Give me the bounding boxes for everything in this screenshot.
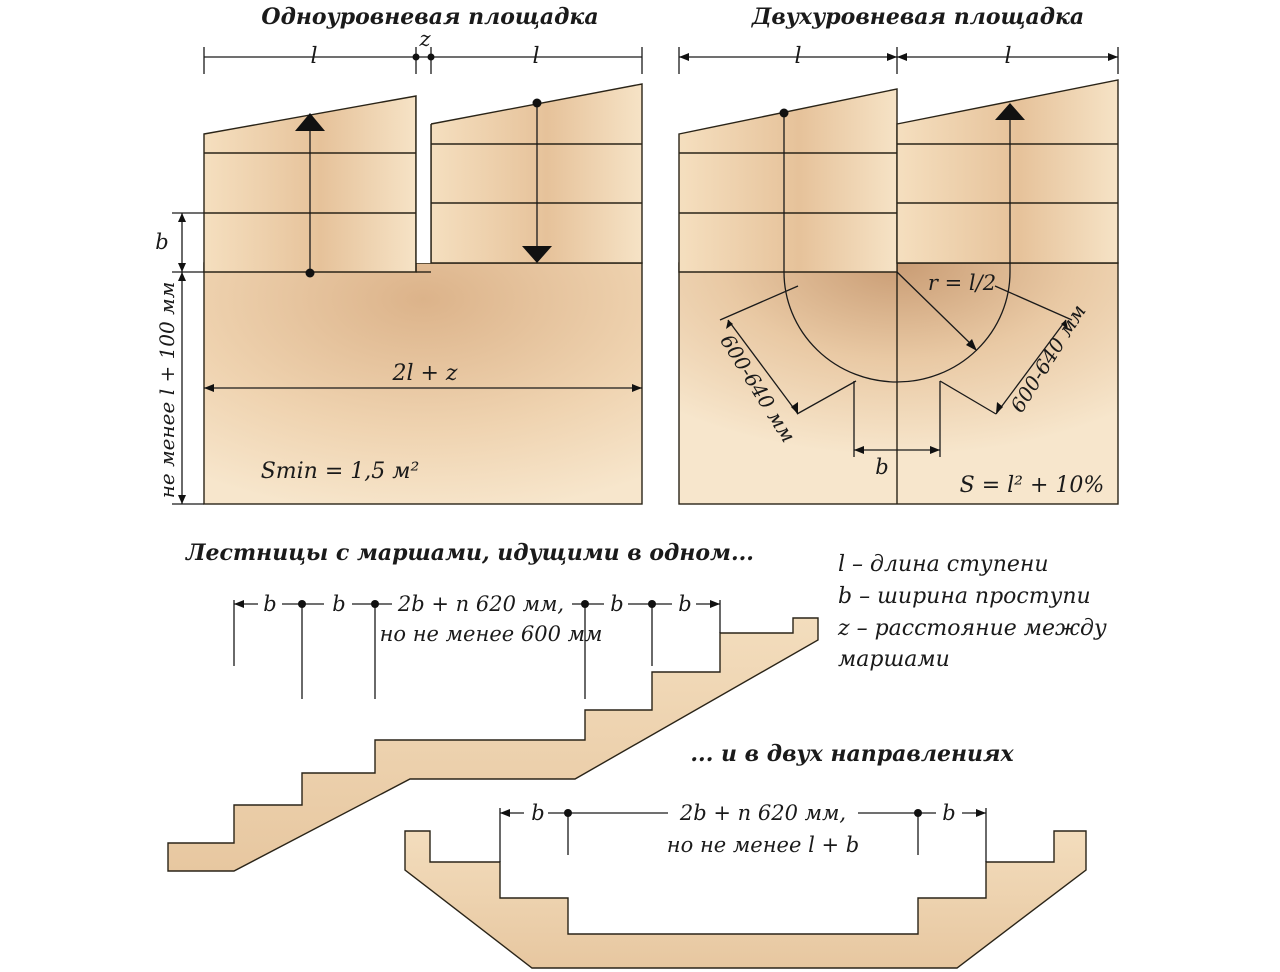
legend-line-1: l – длина ступени xyxy=(838,552,1049,577)
area-double: S = l² + 10% xyxy=(960,473,1105,498)
double-right-flight xyxy=(896,79,1119,264)
turn-arc xyxy=(783,271,1011,383)
title-two-directions: ... и в двух направлениях xyxy=(690,741,1014,767)
stair-b-1: b xyxy=(263,592,276,616)
up-arrow-icon xyxy=(295,113,325,131)
double-landing: l l r = l/2 600-640 мм 600-640 мм b xyxy=(678,44,1119,505)
down-arrow-icon xyxy=(522,246,552,263)
dim-height: не менее l + 100 мм xyxy=(155,282,179,499)
double-platform xyxy=(678,262,1119,505)
turn-center-line-1: 2b + n 620 мм, xyxy=(679,801,846,825)
legend: l – длина ступени b – ширина проступи z … xyxy=(837,552,1107,672)
turn-stair: b 2b + n 620 мм, но не менее l + b b xyxy=(404,801,1087,969)
double-left-flight xyxy=(678,88,898,273)
stair-profile xyxy=(167,617,819,872)
single-landing: l z l b не менее l + 100 мм 2l + z Smin … xyxy=(155,27,643,505)
dim-width: 2l + z xyxy=(391,361,457,386)
dim-b-vertical: b xyxy=(155,230,168,254)
dim-l-right: l xyxy=(532,44,539,69)
legend-line-2: b – ширина проступи xyxy=(838,584,1091,609)
legend-line-3: z – расстояние между xyxy=(837,616,1107,641)
area-min: Smin = 1,5 м² xyxy=(261,459,420,484)
up-arrow-icon-2 xyxy=(995,103,1025,120)
title-same-direction: Лестницы с маршами, идущими в одном... xyxy=(185,540,754,566)
turn-b-left: b xyxy=(531,801,544,825)
dim-l-right-2: l xyxy=(1004,44,1011,69)
legend-line-4: маршами xyxy=(838,647,950,672)
dim-l-left: l xyxy=(310,44,317,69)
turn-b-right: b xyxy=(942,801,955,825)
radius-label: r = l/2 xyxy=(928,271,996,295)
dim-b-bottom: b xyxy=(875,455,888,479)
title-double-landing: Двухуровневая площадка xyxy=(751,4,1084,30)
dim-z: z xyxy=(418,27,431,51)
straight-stair: b b 2b + n 620 мм, но не менее 600 мм b … xyxy=(167,592,819,872)
stair-b-3: b xyxy=(610,592,623,616)
stair-b-4: b xyxy=(678,592,691,616)
stair-center-line-2: но не менее 600 мм xyxy=(380,622,603,646)
stair-b-2: b xyxy=(332,592,345,616)
single-platform xyxy=(203,262,643,505)
title-single-landing: Одноуровневая площадка xyxy=(261,4,598,30)
dim-l-left-2: l xyxy=(794,44,801,69)
stair-center-line-1: 2b + n 620 мм, xyxy=(397,592,564,616)
turn-center-line-2: но не менее l + b xyxy=(667,833,859,857)
